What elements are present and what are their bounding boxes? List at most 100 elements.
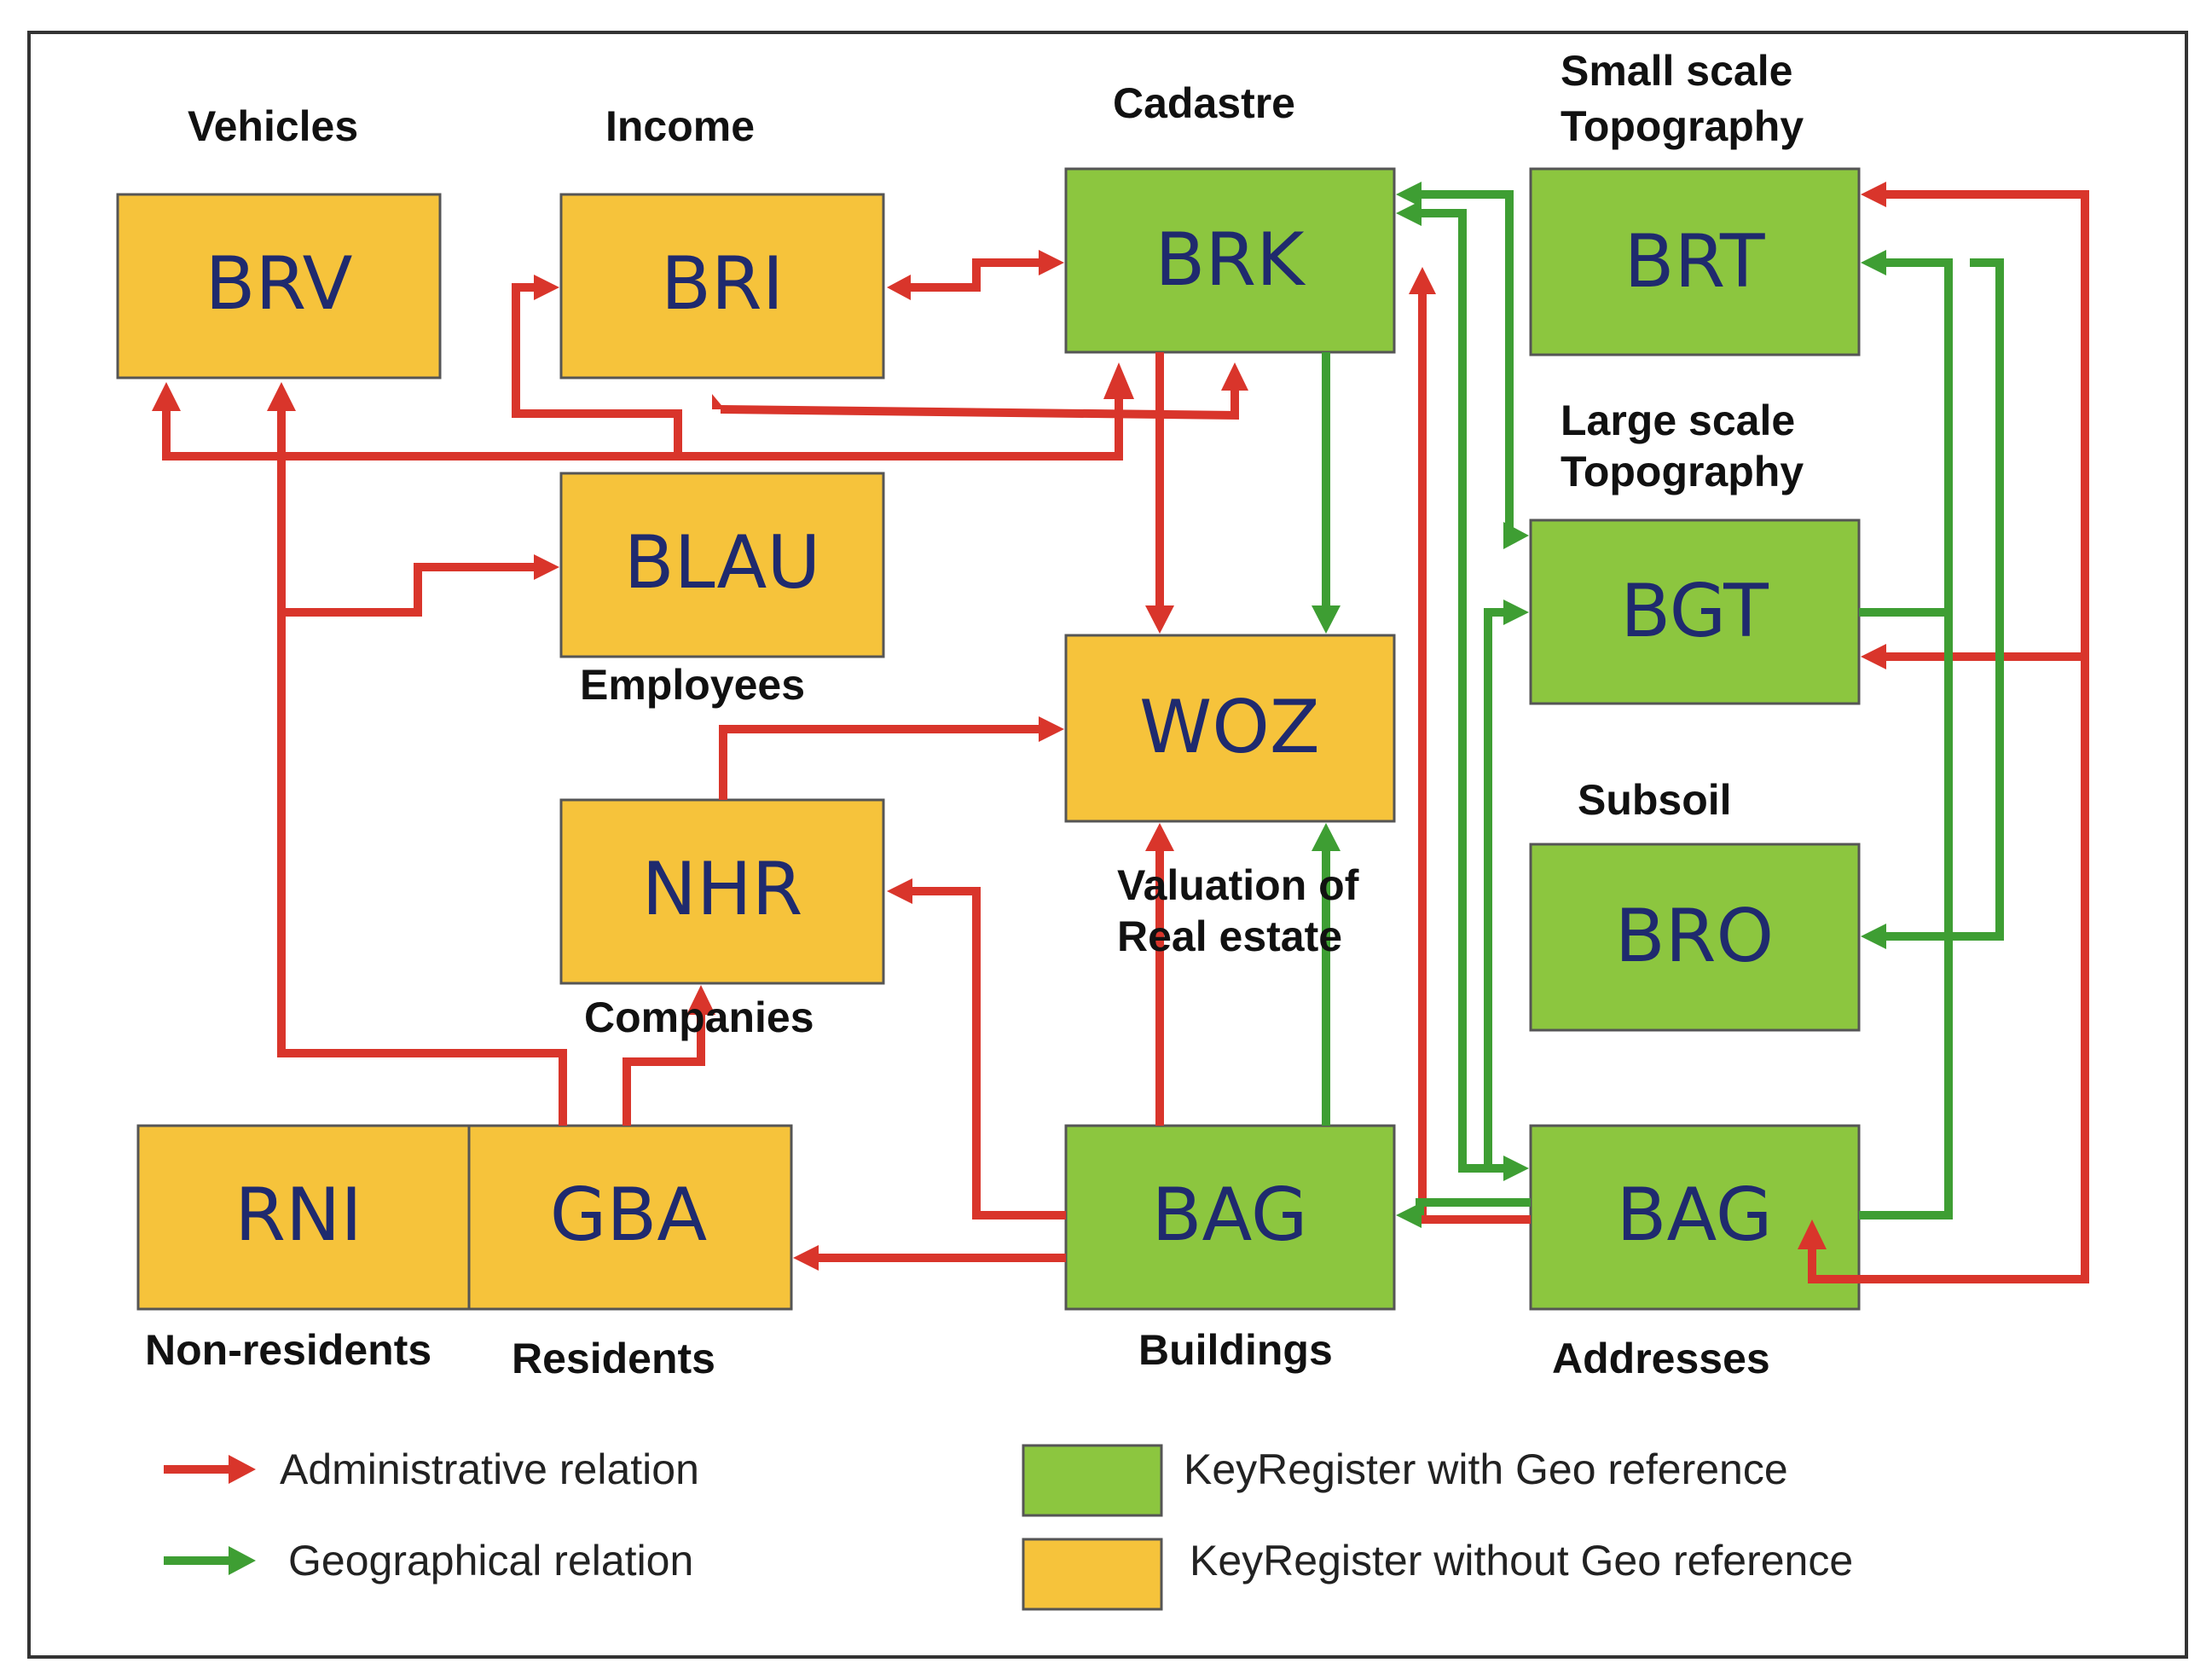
label-valuation-1: Valuation of <box>1117 861 1359 909</box>
box-bri: BRI <box>559 193 885 379</box>
arrowhead-bag-addresses <box>1798 1219 1827 1249</box>
box-labels: Vehicles Income Cadastre Small scale Top… <box>145 47 1804 1382</box>
legend-administrative-arrowhead <box>229 1455 256 1484</box>
arrowhead-brt-right <box>1861 182 1886 207</box>
box-brv: BRV <box>116 193 442 379</box>
arrowhead-geo-brk-a <box>1396 182 1422 207</box>
arrowhead-brv-bus <box>152 382 181 411</box>
box-nhr-code: NHR <box>642 847 803 932</box>
arrow-geo-brk-bag <box>1420 209 1505 1173</box>
arrow-to-blau <box>281 563 537 617</box>
arrowhead-woz-top <box>1145 605 1174 634</box>
box-bag-buildings: BAG <box>1064 1124 1396 1311</box>
box-bgt-code: BGT <box>1620 569 1769 654</box>
arrowhead-brk-lower <box>1221 362 1248 391</box>
label-addresses: Addresses <box>1552 1335 1770 1382</box>
box-bag-buildings-fill <box>1064 1124 1396 1311</box>
arrowhead-geo-bro <box>1861 924 1886 949</box>
box-brk: BRK <box>1064 167 1396 354</box>
label-buildings: Buildings <box>1138 1326 1333 1374</box>
arrowhead-bri-left <box>534 275 559 300</box>
box-brk-code: BRK <box>1155 217 1306 303</box>
label-companies: Companies <box>584 994 814 1041</box>
arrowhead-bgt-red <box>1861 644 1886 669</box>
label-small-scale-2: Topography <box>1561 102 1804 150</box>
legend-geo-register-swatch <box>1022 1444 1163 1517</box>
label-non-residents: Non-residents <box>145 1326 431 1374</box>
box-bri-fill <box>559 193 885 379</box>
arrowhead-geo-woz-top <box>1312 605 1341 634</box>
box-brv-fill <box>116 193 442 379</box>
box-gba: GBA <box>467 1124 793 1311</box>
arrowhead-nhr-right <box>887 878 912 904</box>
arrowhead-geo-brk-b <box>1396 200 1422 226</box>
box-blau: BLAU <box>559 472 885 658</box>
box-bag-addresses: BAG <box>1529 1124 1861 1311</box>
box-woz: WOZ <box>1064 634 1396 823</box>
arrow-bri-brk <box>904 258 1040 292</box>
label-cadastre: Cadastre <box>1113 79 1295 127</box>
arrowhead-bri <box>887 275 911 300</box>
box-brv-code: BRV <box>206 241 353 327</box>
label-subsoil: Subsoil <box>1578 776 1732 824</box>
legend-non-geo-register-swatch <box>1022 1538 1163 1611</box>
label-valuation-2: Real estate <box>1117 912 1342 960</box>
arrowhead-geo-woz-bottom <box>1312 823 1341 851</box>
label-income: Income <box>605 102 755 150</box>
legend-geo-register-label: KeyRegister with Geo reference <box>1184 1445 1788 1493</box>
legend-administrative-label: Administrative relation <box>280 1445 699 1493</box>
box-bgt-fill <box>1529 518 1861 705</box>
box-brt-code: BRT <box>1624 219 1764 304</box>
arrow-geo-right-spine <box>1859 258 1953 1219</box>
arrow-gba-nhr <box>622 1011 705 1126</box>
box-nhr: NHR <box>559 798 885 985</box>
box-bgt: BGT <box>1529 518 1861 705</box>
arrowhead-woz-left <box>1039 716 1064 742</box>
box-bro-code: BRO <box>1615 894 1774 979</box>
label-vehicles: Vehicles <box>188 102 358 150</box>
arrow-geo-bgt-bag <box>1484 608 1505 1167</box>
box-woz-fill <box>1064 634 1396 823</box>
arrowhead-geo-bgt-b <box>1503 600 1529 625</box>
box-bag-buildings-code: BAG <box>1152 1173 1308 1258</box>
box-gba-fill <box>467 1124 793 1311</box>
box-bag-addresses-fill <box>1529 1124 1861 1311</box>
arrow-bus-brv-brk <box>162 397 1123 461</box>
legend: Administrative relation Geographical rel… <box>164 1444 1853 1611</box>
box-woz-code: WOZ <box>1139 685 1320 770</box>
arrowhead-geo-bag-addr <box>1503 1156 1529 1181</box>
arrow-bag-brk <box>1418 294 1531 1224</box>
arrow-nhr-woz <box>719 725 1042 800</box>
arrow-bag-nhr <box>911 887 1066 1219</box>
box-bro: BRO <box>1529 843 1861 1032</box>
box-brk-fill <box>1064 167 1396 354</box>
box-blau-fill <box>559 472 885 658</box>
arrowhead-woz-bottom <box>1145 823 1174 851</box>
arrowhead-brv-gba <box>267 382 296 411</box>
label-large-scale-1: Large scale <box>1561 397 1795 444</box>
label-small-scale-1: Small scale <box>1561 47 1792 95</box>
arrow-right-loop <box>1808 190 2089 1283</box>
box-rni: RNI <box>136 1124 471 1311</box>
arrow-gba-brv <box>277 409 567 1126</box>
box-blau-code: BLAU <box>624 520 821 605</box>
arrowhead-blau <box>534 554 559 580</box>
arrowhead-brk-bus <box>1103 362 1134 399</box>
arrowhead-gba <box>793 1245 819 1271</box>
box-bro-fill <box>1529 843 1861 1032</box>
arrowhead-brk-left <box>1039 250 1064 275</box>
box-brt: BRT <box>1529 167 1861 356</box>
arrow-geo-bro <box>1885 258 2004 941</box>
arrow-bri-brk-lower <box>720 388 1239 420</box>
geographical-arrows <box>1312 182 2004 1228</box>
box-bag-addresses-code: BAG <box>1617 1173 1773 1258</box>
arrowhead-geo-bag-build <box>1396 1202 1422 1228</box>
label-residents: Residents <box>512 1335 715 1382</box>
arrow-geo-brk-bgt <box>1420 190 1514 536</box>
box-rni-code: RNI <box>235 1173 362 1258</box>
arrowhead-brk-right <box>1409 267 1436 294</box>
label-employees: Employees <box>580 661 805 709</box>
administrative-arrows <box>152 182 2089 1283</box>
label-large-scale-2: Topography <box>1561 448 1804 495</box>
